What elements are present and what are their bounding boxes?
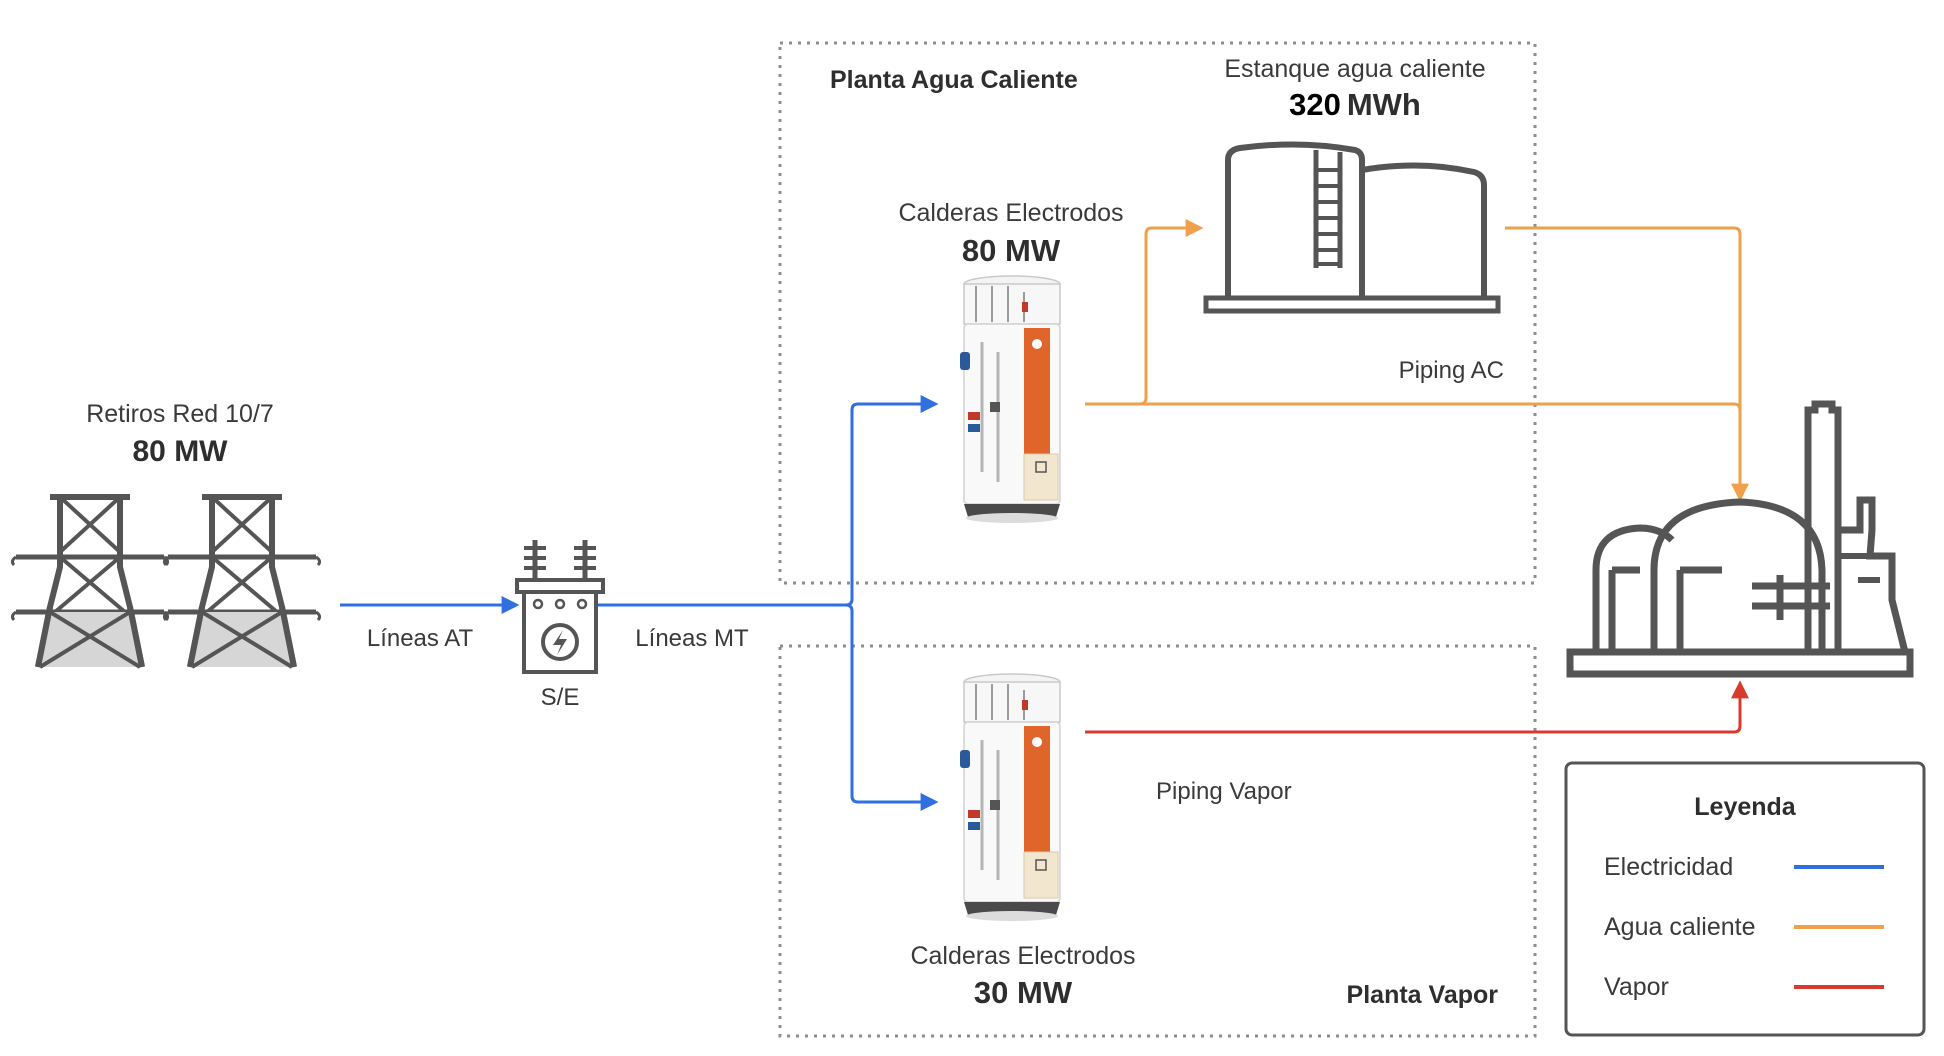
transmission-tower-icon xyxy=(0,494,340,714)
legend: Leyenda Electricidad Agua caliente Vapor xyxy=(1564,761,1926,1037)
steam-plant-title: Planta Vapor xyxy=(1347,981,1499,1009)
mv-line-to-steam-boiler xyxy=(845,603,939,811)
grid-capacity: 80 MW xyxy=(132,435,228,468)
steam-piping-label: Piping Vapor xyxy=(1156,778,1292,805)
electrode-boiler-icon xyxy=(958,274,1062,525)
industrial-plant-icon xyxy=(1566,400,1914,678)
mv-lines-label: Líneas MT xyxy=(635,625,749,652)
legend-title: Leyenda xyxy=(1694,793,1797,821)
legend-label-steam: Vapor xyxy=(1604,973,1669,1001)
legend-label-electricity: Electricidad xyxy=(1604,853,1733,881)
transformer-icon xyxy=(515,540,605,674)
substation-label: S/E xyxy=(541,684,580,711)
grid-label: Retiros Red 10/7 xyxy=(86,400,274,428)
legend-label-hot-water: Agua caliente xyxy=(1604,913,1756,941)
mv-line-to-hot-water-boiler xyxy=(598,395,939,607)
hv-lines-label: Líneas AT xyxy=(367,625,474,652)
storage-tank-icon xyxy=(1203,141,1501,314)
steam-plant-boundary xyxy=(778,644,1537,1038)
boiler-to-tank-pipe xyxy=(1085,219,1204,406)
steam-boiler-capacity: 30 MW xyxy=(974,975,1073,1010)
tank-label: Estanque agua caliente xyxy=(1224,55,1485,83)
hot-water-pipe xyxy=(1085,402,1742,430)
electrode-boiler-icon xyxy=(958,672,1062,923)
legend-box xyxy=(1564,761,1926,1037)
electricity-lines xyxy=(288,395,939,811)
hot-water-boiler-label: Calderas Electrodos xyxy=(898,199,1123,227)
hot-water-boiler-capacity: 80 MW xyxy=(962,233,1061,268)
hot-water-plant-title: Planta Agua Caliente xyxy=(830,66,1078,94)
hot-water-lines xyxy=(1085,219,1749,502)
hot-water-piping-label: Piping AC xyxy=(1399,357,1504,384)
steam-boiler-label: Calderas Electrodos xyxy=(910,942,1135,970)
tank-to-plant-pipe xyxy=(1505,226,1749,502)
steam-pipe xyxy=(1085,680,1749,734)
